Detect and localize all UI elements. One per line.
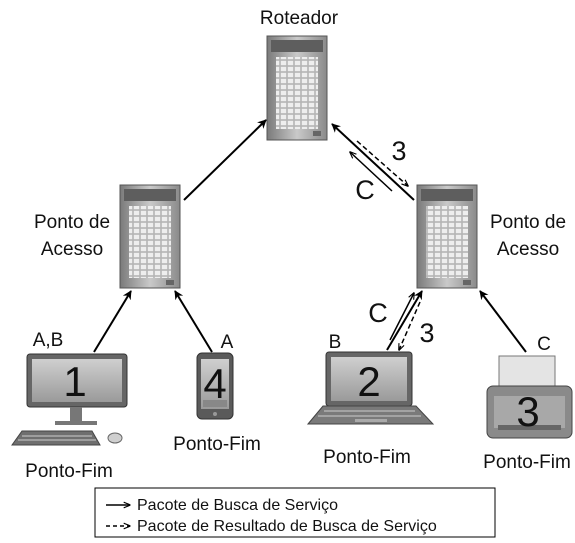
endpoint-phone: 4 A Ponto-Fim [173,332,261,455]
router: Roteador [260,8,339,141]
arrow-laptop-to-ap-right [386,290,423,351]
arrow-ap-left-to-router [183,119,267,201]
endpoint-laptop: 2 B Ponto-Fim [306,332,435,468]
endpoint-printer: 3 C Ponto-Fim [483,334,573,473]
arrow-ap-right-to-router [331,123,415,201]
ap-laptop-request-label: C [368,298,388,328]
endpoint-1-tag: A,B [33,330,64,351]
endpoint-desktop: 1 A,B Ponto-Fim [11,330,128,482]
endpoint-2-number: 2 [357,358,380,405]
endpoint-1-label: Ponto-Fim [25,461,113,482]
result-arrow-ap-laptop [399,301,421,350]
router-ap-packet-arrows [350,140,408,192]
legend: Pacote de Busca de Serviço Pacote de Res… [94,487,496,538]
router-ap-request-label: C [355,175,375,205]
endpoint-2-label: Ponto-Fim [323,447,411,468]
endpoint-3-label: Ponto-Fim [483,452,571,473]
access-point-right-label-line1: Ponto de [490,212,566,233]
access-point-right: Ponto de Acesso [416,184,566,289]
endpoint-3-tag: C [537,334,551,355]
endpoint-2-tag: B [329,332,342,353]
ap-laptop-packet-arrows [389,293,421,350]
legend-request-label: Pacote de Busca de Serviço [137,497,338,514]
laptop-icon [306,351,435,425]
arrow-printer-to-ap-right [479,290,527,353]
arrow-phone-to-ap-left [174,290,213,353]
router-label: Roteador [260,8,339,29]
smartphone-icon [196,352,234,420]
arrow-desktop-to-ap-left [93,290,132,353]
access-point-left-server-icon [119,184,181,289]
access-point-right-server-icon [416,184,478,289]
legend-result-label: Pacote de Resultado de Busca de Serviço [137,518,437,535]
connections [93,119,527,353]
access-point-left-label-line2: Acesso [41,239,103,260]
router-ap-result-label: 3 [391,136,406,166]
endpoint-3-number: 3 [516,388,539,435]
result-arrow-router-ap [356,140,408,186]
request-arrow-ap-laptop [389,293,414,341]
ap-laptop-result-label: 3 [419,318,434,348]
access-point-left-label-line1: Ponto de [34,212,110,233]
endpoint-1-number: 1 [63,358,86,405]
access-point-right-label-line2: Acesso [497,239,559,260]
router-server-icon [266,35,328,141]
endpoint-4-label: Ponto-Fim [173,434,261,455]
request-arrow-router-ap [350,152,393,192]
access-point-left: Ponto de Acesso [34,184,181,289]
endpoint-4-tag: A [221,332,234,353]
endpoint-4-number: 4 [203,360,226,407]
printer-icon [486,355,573,439]
desktop-computer-icon [11,353,128,446]
